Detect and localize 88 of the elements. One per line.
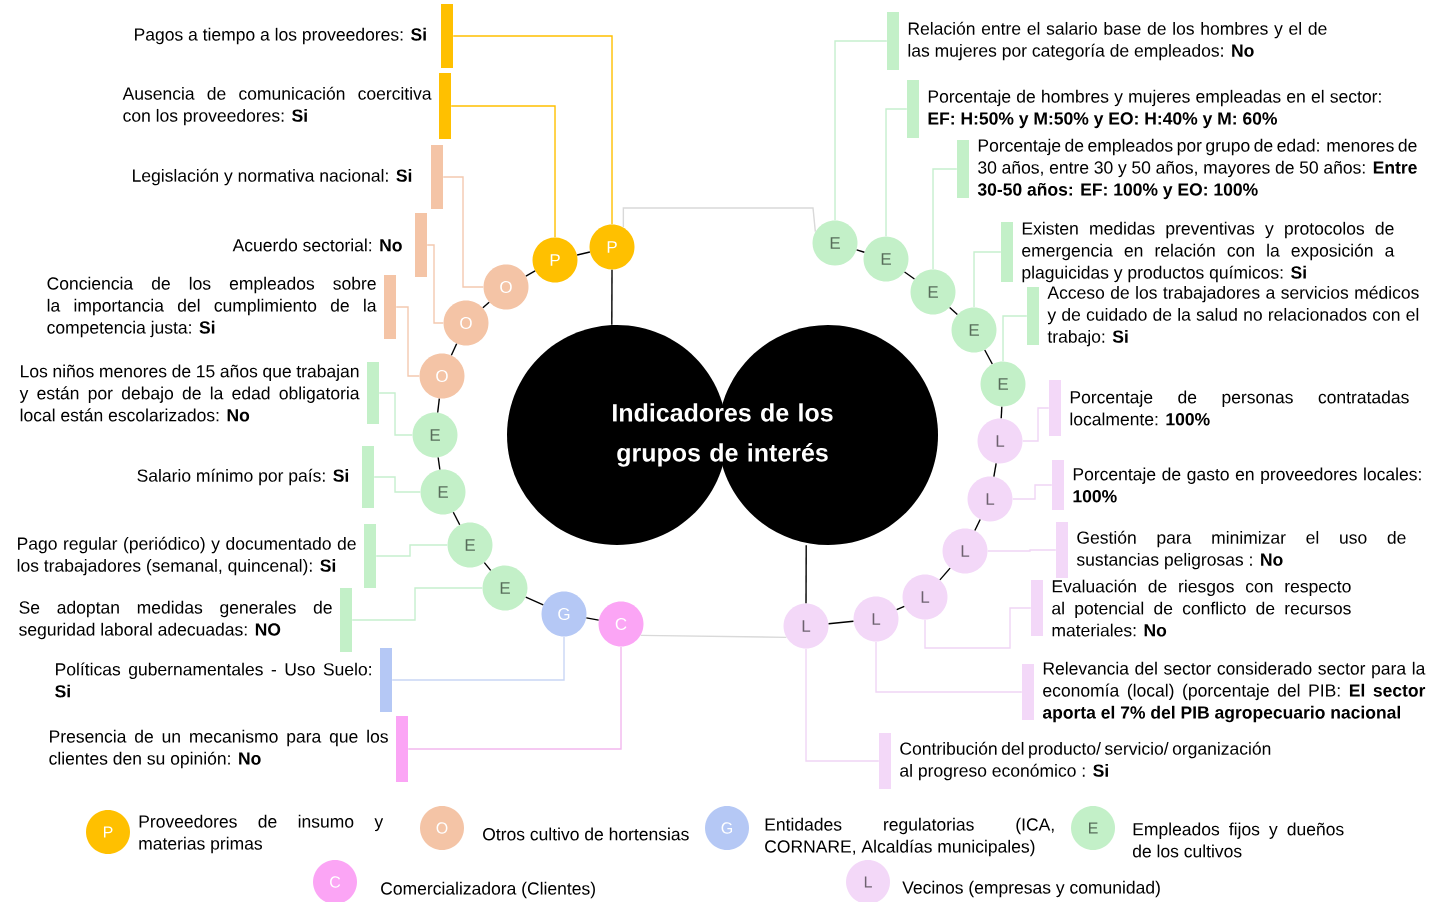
indicator-item: Existen medidas preventivas y protocolos de emergencia en relación con la exposición a plaguicidas y productos químicos: Si xyxy=(1001,221,1395,283)
connector-line xyxy=(896,605,905,611)
legend-text: Vecinos (empresas y comunidad) xyxy=(902,880,1160,898)
title-circles: Indicadores de los grupos de interés xyxy=(507,325,938,545)
connector-line xyxy=(391,636,565,681)
connector-line xyxy=(452,511,461,526)
legend-text: Comercializadora (Clientes) xyxy=(381,881,595,899)
connector-line xyxy=(932,168,958,270)
connector-line xyxy=(974,518,981,532)
node-label: Contribución del producto/ servicio/ organización al progreso económico : Si xyxy=(900,741,1271,781)
connector-line xyxy=(903,271,916,280)
indicator-item: Legislación y normativa nacional: Si xyxy=(133,145,443,209)
node-label: Porcentaje de hombres y mujeres empleadas en el sector: EF: H:50% y M:50% y EO: H:40% y M: 60% xyxy=(928,89,1381,129)
connector-line xyxy=(1000,405,1003,420)
connector-line xyxy=(452,35,613,225)
node-label: Se adoptan medidas generales de seguridad laboral adecuadas: NO xyxy=(19,600,332,640)
connector-line xyxy=(1012,484,1053,500)
connector-line xyxy=(351,587,483,621)
connector-line xyxy=(939,567,951,581)
connector-line xyxy=(450,105,556,238)
node-label: Relación entre el salario base de los hombres y el de las mujeres por categoría de empleados: No xyxy=(908,21,1327,61)
connector-line xyxy=(1022,407,1050,442)
connector-line xyxy=(875,641,1023,693)
connector-line xyxy=(834,40,888,221)
indicator-item: Los niños menores de 15 años que trabajan y están por debajo de la edad obligatoria local están escolarizados: No xyxy=(19,362,379,424)
connector-line xyxy=(827,620,855,625)
indicator-item: Porcentaje de gasto en proveedores locales: 100% xyxy=(1052,460,1421,510)
indicator-item: Presencia de un mecanismo para que los clientes den su opinión: No xyxy=(49,716,408,782)
connector-line xyxy=(395,306,420,377)
connector-line xyxy=(437,456,441,471)
legend-text: Entidades regulatorias (ICA, CORNARE, Alcaldías municipales) xyxy=(765,817,1054,857)
connector-line xyxy=(525,270,536,277)
connector-line xyxy=(375,544,448,557)
indicator-item: Contribución del producto/ servicio/ organización al progreso económico : Si xyxy=(879,733,1271,789)
connector-line xyxy=(1002,315,1028,362)
indicator-item: Gestión para minimizar el uso de sustancias peligrosas : No xyxy=(1056,522,1406,578)
indicator-item: Evaluación de riesgos con respecto al potencial de conflicto de recursos materiales: No xyxy=(1031,579,1351,637)
connector-line xyxy=(576,251,591,256)
connector-line xyxy=(426,244,444,324)
indicator-item: Porcentaje de hombres y mujeres empleadas en el sector: EF: H:50% y M:50% y EO: H:40% y M: 60% xyxy=(907,80,1381,138)
indicator-item: Ausencia de comunicación coercitiva con los proveedores: Si xyxy=(122,73,451,139)
node-label: Políticas gubernamentales - Uso Suelo: Si xyxy=(55,662,371,698)
connector-line xyxy=(407,646,622,750)
connector-line xyxy=(525,596,544,606)
connector-line xyxy=(483,561,492,572)
connector-line xyxy=(611,269,613,326)
indicator-item: Relación entre el salario base de los hombres y el de las mujeres por categoría de empleados: No xyxy=(887,12,1327,70)
indicator-item: Porcentaje de personas contratadas localmente: 100% xyxy=(1049,380,1409,436)
connector-line xyxy=(373,476,421,493)
node-label: Ausencia de comunicación coercitiva con los proveedores: Si xyxy=(122,86,432,126)
indicator-item: Pago regular (periódico) y documentado de los trabajadores (semanal, quincenal): Si xyxy=(17,524,376,588)
indicator-item: Acuerdo sectorial: No xyxy=(232,213,427,277)
connector-line xyxy=(585,617,600,621)
indicator-item: Salario mínimo por país: Si xyxy=(137,446,374,508)
connector-line xyxy=(987,549,1057,552)
indicator-item: Relevancia del sector considerado sector para la economía (local) (porcentaje del PIB: El sector aporta el 7% del PIB agropecuario nacional xyxy=(1022,661,1426,723)
node-label: Presencia de un mecanismo para que los clientes den su opinión: No xyxy=(49,729,388,769)
node-label: Salario mínimo por país: Si xyxy=(137,468,349,486)
indicator-item: Conciencia de los empleados sobre la importancia del cumplimiento de la competencia justa: Si xyxy=(47,275,396,339)
connector-line xyxy=(805,648,880,762)
node-label: Porcentaje de personas contratadas localmente: 100% xyxy=(1070,390,1409,426)
connector-line xyxy=(855,249,866,253)
connector-line xyxy=(924,607,1032,649)
indicator-item: Porcentaje de empleados por grupo de edad: menores de 30 años, entre 30 y 50 años, mayores de 50 años: Entre 30-50 años: EF: 100% y EO: 100% xyxy=(957,138,1417,200)
indicator-item: Acceso de los trabajadores a servicios médicos y de cuidado de la salud no relacionados con el trabajo: Si xyxy=(1027,285,1419,347)
connector-line xyxy=(450,343,458,357)
indicator-item: Pagos a tiempo a los proveedores: Si xyxy=(135,4,453,68)
node-label: Gestión para minimizar el uso de sustancias peligrosas : No xyxy=(1076,530,1406,570)
node-label: Porcentaje de gasto en proveedores locales: 100% xyxy=(1073,467,1421,503)
connector-line xyxy=(639,634,788,639)
connector-line xyxy=(973,251,1002,308)
node-label: Acuerdo sectorial: No xyxy=(232,238,402,252)
legend-text: Empleados fijos y dueños de los cultivos xyxy=(1132,822,1344,858)
legend-text: Proveedores de insumo y materias primas xyxy=(139,814,384,854)
connector-line xyxy=(437,397,441,414)
connector-line xyxy=(378,392,413,436)
connector-line xyxy=(948,306,959,316)
connector-line xyxy=(805,544,807,604)
connector-line xyxy=(984,349,993,365)
legend-text: Otros cultivo de hortensias xyxy=(483,827,689,841)
connector-line xyxy=(622,207,817,233)
node-label: Pagos a tiempo a los proveedores: Si xyxy=(135,27,426,45)
connector-line xyxy=(993,462,997,478)
connector-line xyxy=(442,176,484,288)
connector-line xyxy=(482,301,490,309)
connector-line xyxy=(885,108,908,237)
node-label: Pago regular (periódico) y documentado de los trabajadores (semanal, quincenal): Si xyxy=(17,536,356,576)
node-label: Legislación y normativa nacional: Si xyxy=(133,168,412,186)
